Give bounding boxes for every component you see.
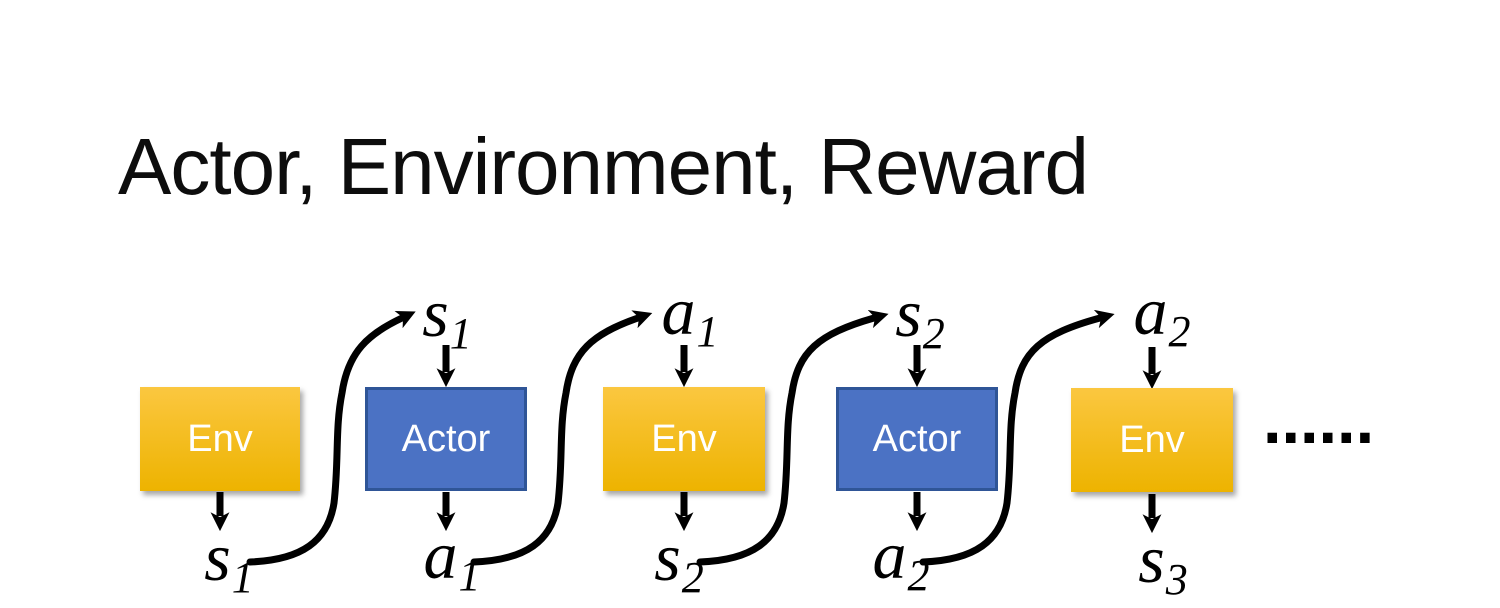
curve-s2-bottom-to-s2-top [696,309,889,566]
bottom-down-arrows [210,492,1162,534]
bottom-label-s2: s2 [654,523,704,604]
actor-box-2: Actor [836,387,998,491]
bottom-label-a2-sub: 2 [907,551,930,600]
env-box-1: Env [140,387,300,491]
bottom-label-a2-base: a [872,517,907,593]
bottom-label-s1-sub: 1 [231,553,254,602]
bottom-label-s1-base: s [204,519,231,595]
top-label-s2: s2 [895,279,945,360]
top-label-a2: a2 [1134,277,1191,358]
bottom-label-s1: s1 [204,523,254,604]
bottom-label-a1: a1 [424,521,481,602]
curve-a1-bottom-to-a1-top [470,310,653,566]
bottom-label-s2-base: s [654,519,681,595]
bottom-label-a1-base: a [423,517,458,593]
bottom-label-s3: s3 [1138,525,1188,606]
top-label-a1-base: a [661,273,696,349]
bottom-label-s3-sub: 3 [1165,555,1188,604]
actor-box-1: Actor [365,387,527,491]
top-label-a1-sub: 1 [696,307,719,356]
slide-title: Actor, Environment, Reward [118,122,1089,211]
env-box-2-label: Env [651,417,717,460]
bottom-label-a2: a2 [873,521,930,602]
continuation-dots: ...... [1262,393,1375,456]
top-label-a1: a1 [662,277,719,358]
env-box-2: Env [603,387,765,491]
top-label-a2-base: a [1133,273,1168,349]
top-label-s2-base: s [895,275,922,351]
top-label-s1: s1 [422,279,472,360]
curve-s1-bottom-to-s1-top [246,311,416,566]
top-label-s2-sub: 2 [922,309,945,358]
bottom-label-s2-sub: 2 [681,553,704,602]
bottom-label-s3-base: s [1138,521,1165,597]
env-box-1-label: Env [187,417,253,460]
actor-box-1-label: Actor [401,417,491,460]
env-box-3: Env [1071,388,1233,492]
top-label-s1-base: s [422,275,449,351]
top-label-s1-sub: 1 [449,309,472,358]
curve-a2-bottom-to-a2-top [919,309,1115,566]
bottom-label-a1-sub: 1 [458,551,481,600]
top-down-arrows [436,345,1162,390]
env-box-3-label: Env [1119,418,1185,461]
actor-box-2-label: Actor [872,417,962,460]
top-label-a2-sub: 2 [1168,307,1191,356]
curved-feed-arrows [246,309,1115,566]
